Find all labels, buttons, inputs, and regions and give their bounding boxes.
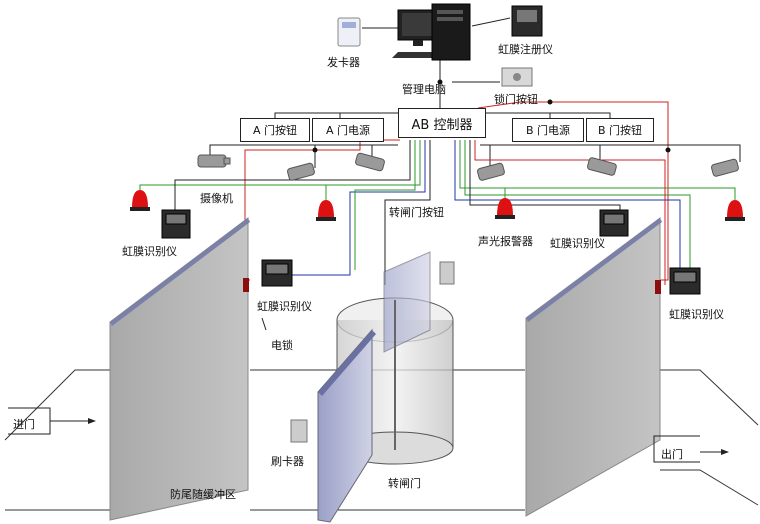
card-issuer-device [337,17,361,47]
iris-reader-left-label: 虹膜识别仪 [122,245,177,258]
iris-reader-right-label: 虹膜识别仪 [669,308,724,321]
card-reader-device [290,419,308,443]
junction-dots [312,79,671,153]
a-door-button-box: A 门按钮 [240,118,310,142]
iris-register-label: 虹膜注册仪 [498,43,553,56]
right-wall [525,217,662,517]
b-door-power-box: B 门电源 [512,118,584,142]
camera-5 [587,157,617,176]
entrance-label: 进门 [13,418,35,431]
lock-button-device [501,67,533,87]
floor-outline [4,369,759,511]
alarm-2 [316,200,336,221]
camera-1 [197,154,231,168]
iris-reader-1 [161,209,191,239]
iris-readers [161,209,701,295]
iris-reader-3 [599,209,629,237]
turnstile-button-label: 转闸门按钮 [389,206,444,219]
sound-light-alarm-label: 声光报警器 [478,235,533,248]
left-wall [109,216,250,521]
controller-box: AB 控制器 [398,108,486,138]
exit-label: 出门 [661,448,683,461]
direction-arrows [8,407,729,463]
turnstile-assembly [317,251,454,523]
lock-button-label: 锁门按钮 [494,93,538,106]
card-issuer-label: 发卡器 [327,56,360,69]
alarm-1 [130,190,150,211]
cameras [197,152,739,181]
card-reader-label: 刷卡器 [271,455,304,468]
management-pc [392,3,471,61]
camera-2 [287,162,315,181]
camera-label: 摄像机 [200,192,233,205]
alarms [130,190,745,221]
iris-reader-right-mid-label: 虹膜识别仪 [550,237,605,250]
b-door-button-box: B 门按钮 [586,118,654,142]
alarm-3 [495,198,515,219]
iris-reader-center-label: 虹膜识别仪 [257,300,312,313]
camera-3 [355,152,385,172]
camera-4 [477,162,505,181]
camera-6 [711,158,739,177]
iris-reader-2 [261,259,293,287]
iris-register-device [511,5,543,37]
turnstile-label: 转闸门 [388,477,421,490]
iris-reader-4 [669,267,701,295]
a-door-power-box: A 门电源 [312,118,384,142]
keypad-turnstile-button [439,261,455,285]
anti-tailgate-zone-label: 防尾随缓冲区 [170,488,236,501]
mgmt-pc-label: 管理电脑 [402,83,446,96]
alarm-4 [725,200,745,221]
electric-lock-label: 电锁 [271,339,293,352]
